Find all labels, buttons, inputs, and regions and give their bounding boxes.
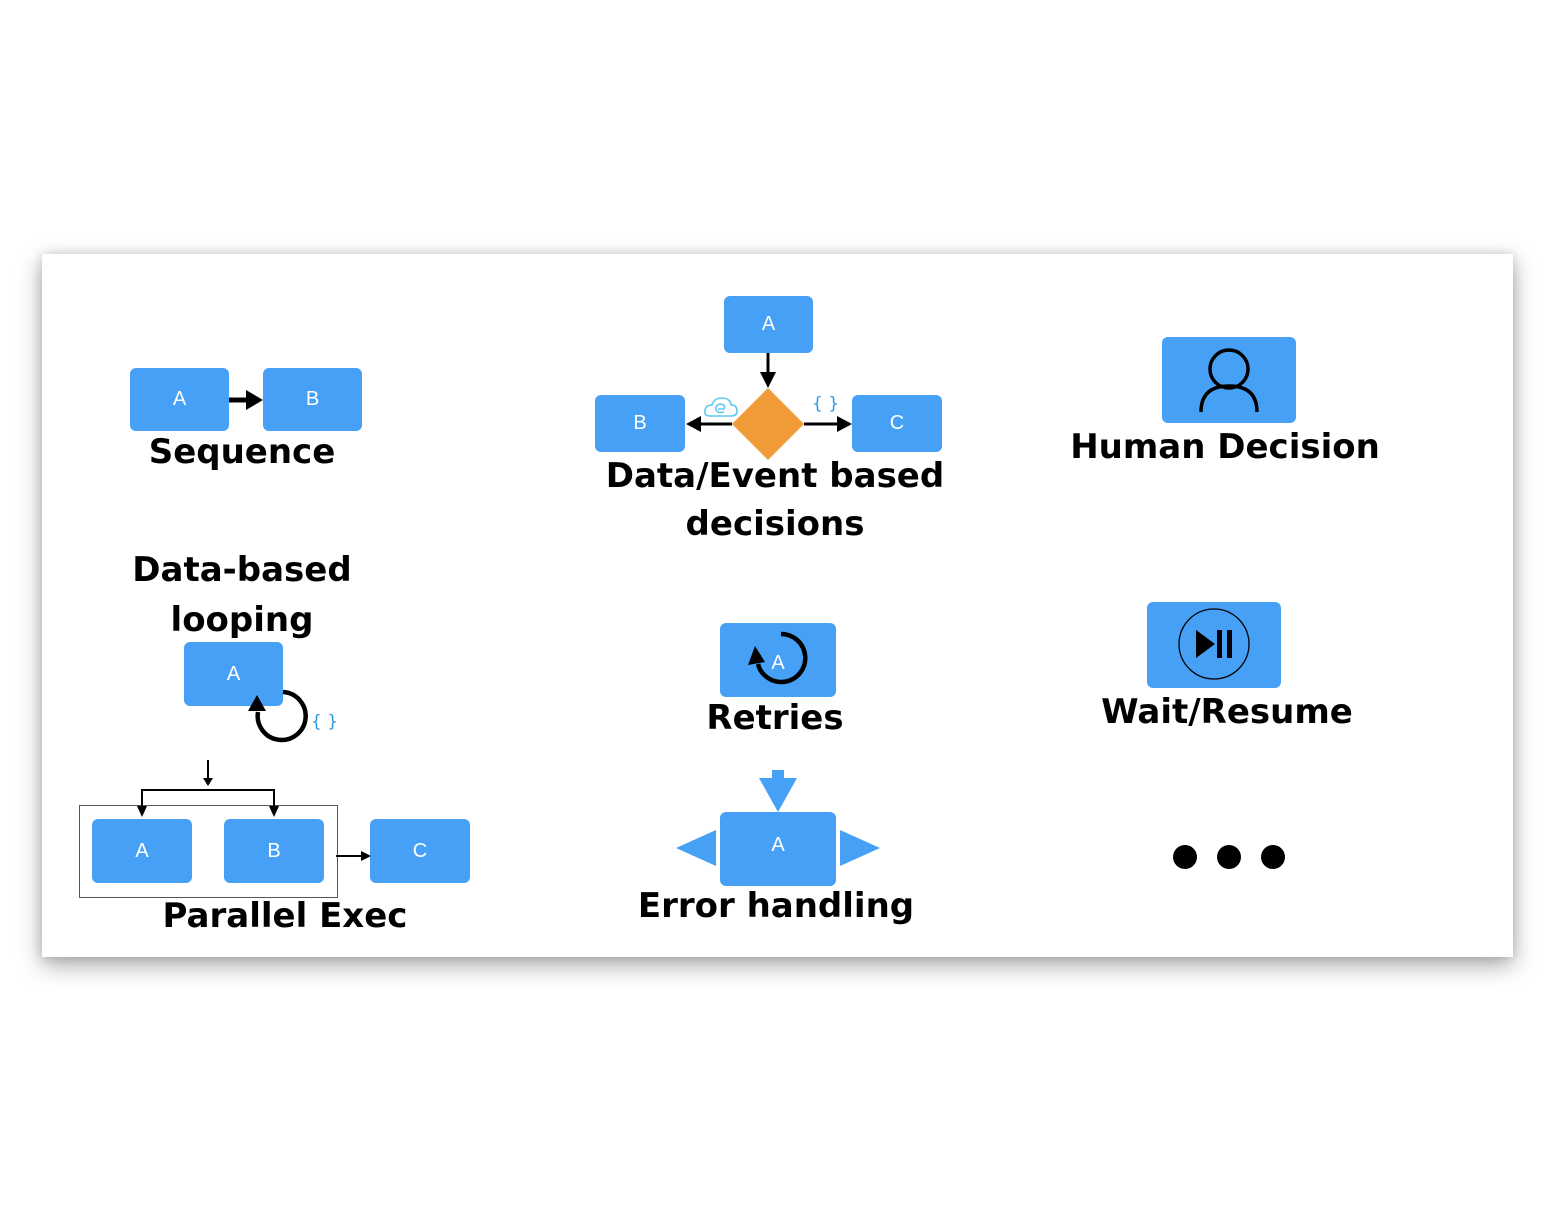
sequence-node-a: A (130, 368, 229, 431)
sequence-label: Sequence (148, 432, 336, 472)
parallel-node-a: A (92, 819, 192, 883)
parallel-node-c: C (370, 819, 470, 883)
node-label: A (761, 313, 776, 335)
looping-label-line2: looping (170, 600, 314, 640)
node-label: C (889, 412, 905, 434)
node-label: C (412, 839, 428, 862)
node-label: A (135, 839, 149, 862)
node-label: A (226, 662, 241, 685)
parallel-node-b: B (224, 819, 324, 883)
human-decision-label: Human Decision (1070, 427, 1380, 467)
braces-data-icon: { } (812, 394, 840, 414)
decision-label-line2: decisions (685, 504, 865, 544)
node-label: B (633, 412, 647, 434)
error-handling-label: Error handling (637, 886, 915, 926)
retries-label: Retries (706, 698, 844, 738)
braces-data-icon: { } (311, 712, 339, 732)
error-handling-node: A (720, 812, 836, 886)
node-label: B (267, 839, 281, 862)
looping-node-a: A (184, 642, 283, 706)
node-label: A (771, 651, 785, 674)
node-label: B (305, 388, 320, 410)
decision-label-line1: Data/Event based (605, 456, 945, 496)
sequence-node-b: B (263, 368, 362, 431)
decision-node-a: A (724, 296, 813, 353)
node-label: A (771, 833, 785, 856)
looping-label-line1: Data-based (132, 550, 352, 590)
human-decision-node (1162, 337, 1296, 423)
parallel-label: Parallel Exec (162, 896, 408, 936)
decision-node-b: B (595, 395, 685, 452)
wait-resume-label: Wait/Resume (1101, 692, 1353, 732)
wait-resume-node (1147, 602, 1281, 688)
retries-node: A (720, 623, 836, 697)
node-label: A (172, 388, 187, 410)
decision-node-c: C (852, 395, 942, 452)
